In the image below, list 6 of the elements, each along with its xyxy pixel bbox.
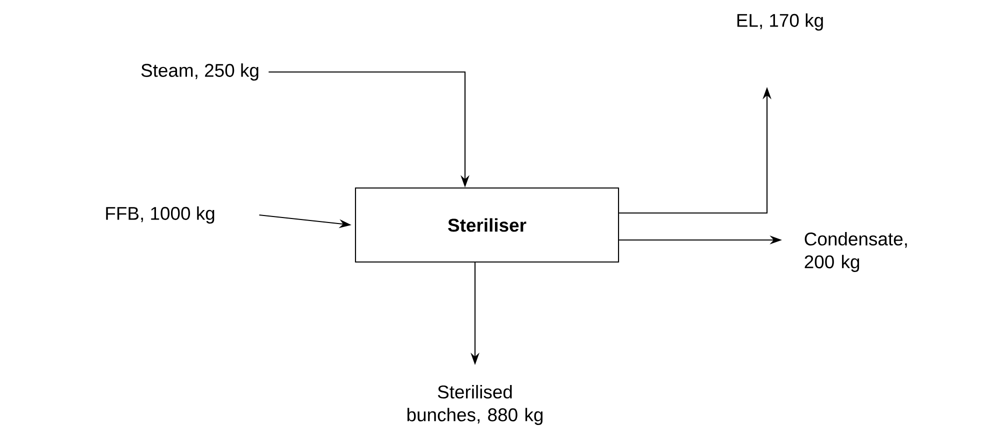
process-box: Steriliser <box>354 187 620 263</box>
stream-label: Sterilised bunches, 880 kg <box>407 384 543 426</box>
stream-label: Condensate, 200 kg <box>804 232 907 272</box>
stream-label: Steam, 250 kg <box>141 63 258 81</box>
stream-label: EL, 170 kg <box>737 13 823 31</box>
stream-label: FFB, 1000 kg <box>106 206 214 224</box>
